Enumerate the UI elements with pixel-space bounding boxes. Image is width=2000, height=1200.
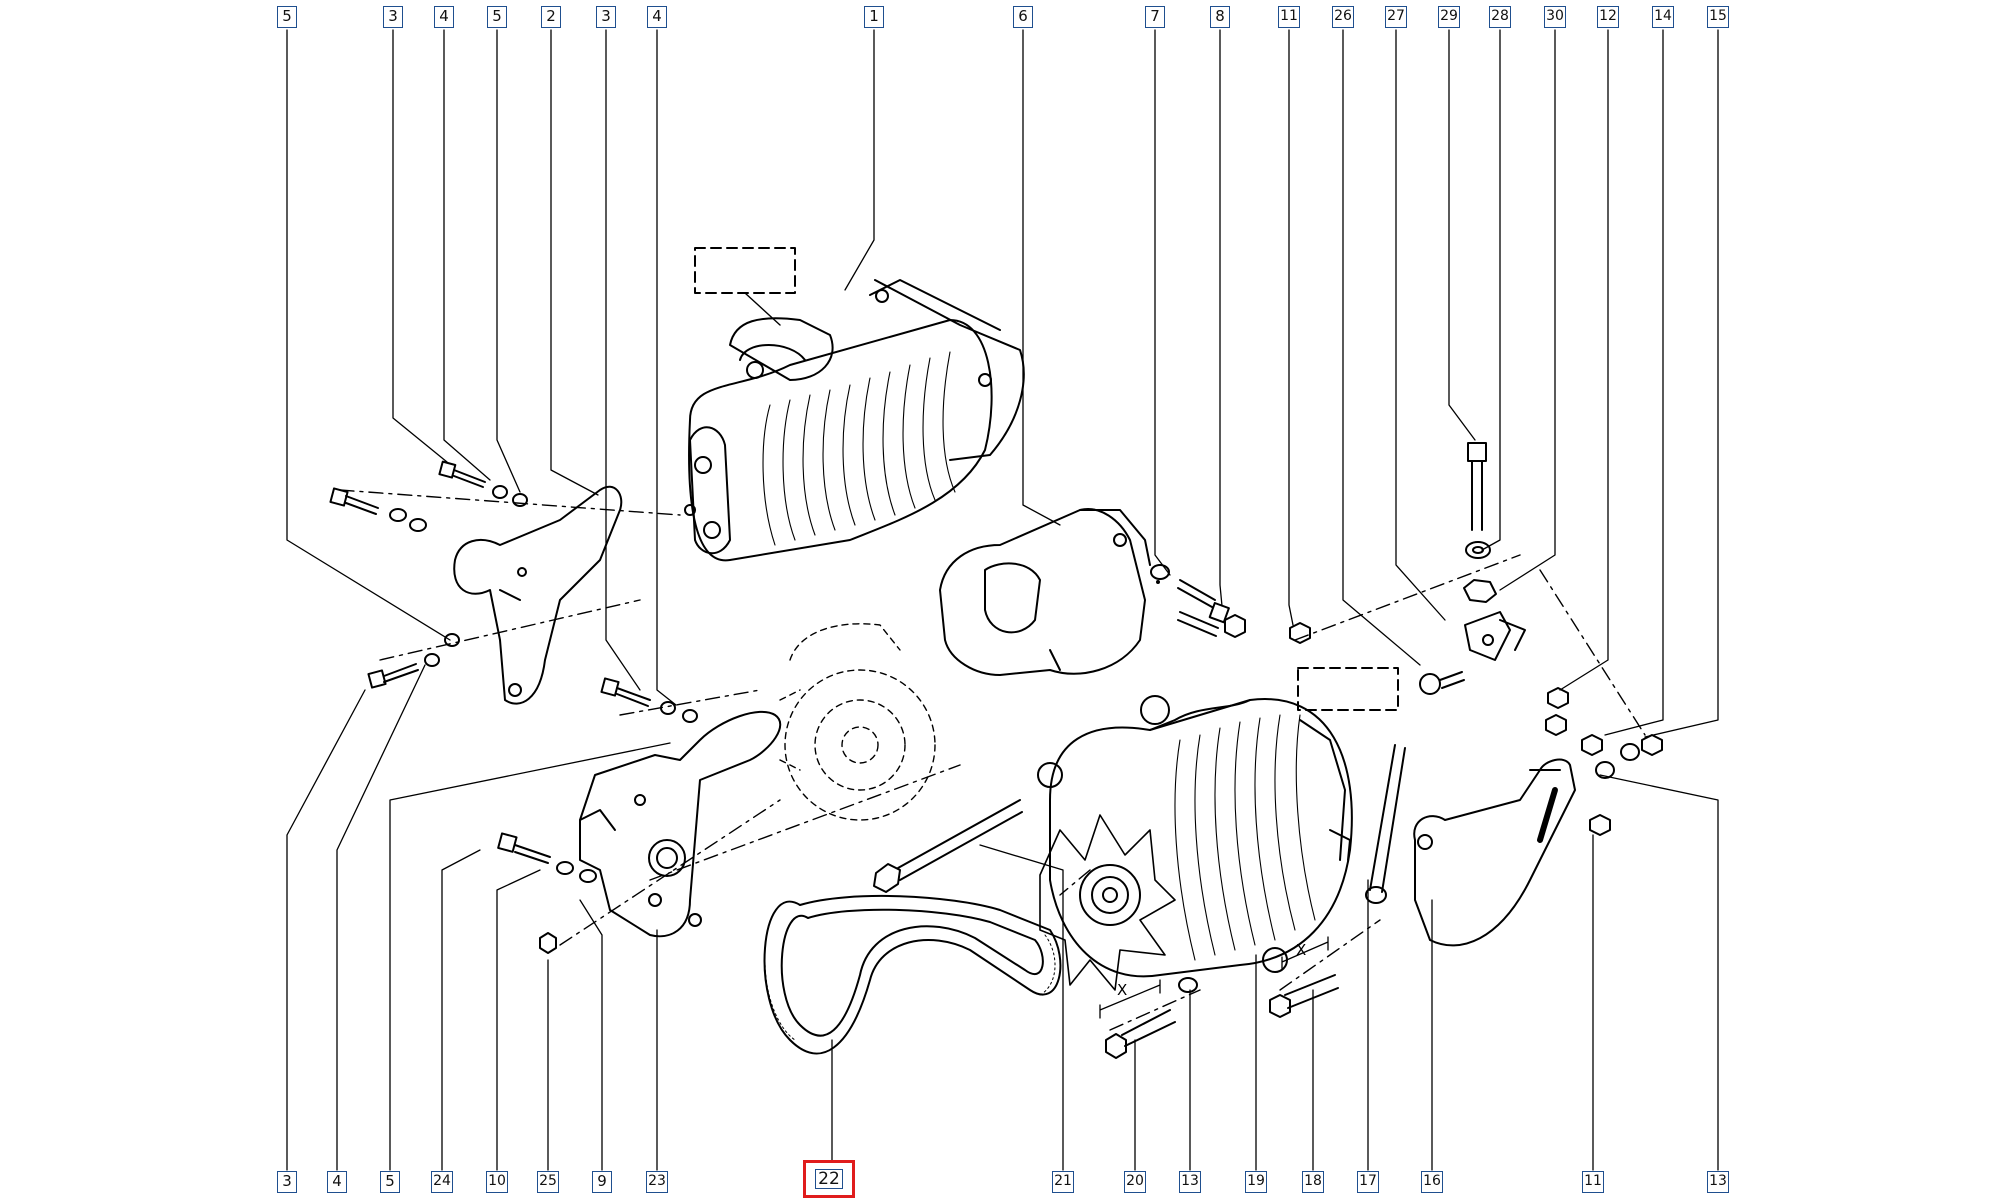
callout-bottom-4[interactable]: 4: [327, 1171, 347, 1193]
callout-bottom-17[interactable]: 17: [1357, 1171, 1379, 1193]
callout-top-4[interactable]: 4: [434, 6, 454, 28]
dimension-label: X: [1296, 941, 1306, 959]
starter-motor: [684, 279, 1025, 562]
callout-bottom-22-selected[interactable]: 22: [803, 1160, 855, 1198]
callout-top-30[interactable]: 30: [1544, 6, 1566, 28]
leader-lines-bottom: [286, 664, 1719, 1171]
callout-top-4-b[interactable]: 4: [647, 6, 667, 28]
tensioner-fasteners: [1289, 442, 1663, 779]
leader-lines: [286, 29, 1719, 738]
callout-bottom-24[interactable]: 24: [431, 1171, 453, 1193]
callout-bottom-9[interactable]: 9: [592, 1171, 612, 1193]
dimension-markers: X X: [1099, 936, 1329, 1019]
alternator-support: [939, 508, 1230, 676]
callout-top-15[interactable]: 15: [1707, 6, 1729, 28]
drive-belt: [763, 894, 1062, 1055]
selected-callout-label: 22: [815, 1169, 843, 1189]
callout-top-26[interactable]: 26: [1332, 6, 1354, 28]
callout-top-12[interactable]: 12: [1597, 6, 1619, 28]
callout-bottom-21[interactable]: 21: [1052, 1171, 1074, 1193]
bracket-fasteners-upper: [329, 460, 528, 689]
placeholder-boxes: [694, 247, 1399, 711]
fasteners-right: [1105, 580, 1611, 1059]
bracket-fasteners-lower: [497, 677, 698, 954]
callout-bottom-13[interactable]: 13: [1179, 1171, 1201, 1193]
adjuster-bracket: [1413, 758, 1576, 947]
callout-top-1[interactable]: 1: [864, 6, 884, 28]
alternator: [1037, 695, 1353, 991]
callout-top-5[interactable]: 5: [277, 6, 297, 28]
callout-top-8[interactable]: 8: [1210, 6, 1230, 28]
callout-top-28[interactable]: 28: [1489, 6, 1511, 28]
callout-top-2[interactable]: 2: [541, 6, 561, 28]
callout-bottom-19[interactable]: 19: [1245, 1171, 1267, 1193]
callout-top-14[interactable]: 14: [1652, 6, 1674, 28]
long-bolts: [873, 744, 1406, 904]
callout-top-3[interactable]: 3: [383, 6, 403, 28]
callout-bottom-13-b[interactable]: 13: [1707, 1171, 1729, 1193]
callout-bottom-20[interactable]: 20: [1124, 1171, 1146, 1193]
callout-bottom-16[interactable]: 16: [1421, 1171, 1443, 1193]
callout-top-5-b[interactable]: 5: [487, 6, 507, 28]
callout-top-3-b[interactable]: 3: [596, 6, 616, 28]
callout-bottom-23[interactable]: 23: [646, 1171, 668, 1193]
callout-bottom-11[interactable]: 11: [1582, 1171, 1604, 1193]
callout-top-29[interactable]: 29: [1438, 6, 1460, 28]
callout-bottom-5[interactable]: 5: [380, 1171, 400, 1193]
callout-top-6[interactable]: 6: [1013, 6, 1033, 28]
upper-left-bracket: [453, 485, 623, 705]
alternator-fan: [1039, 814, 1176, 991]
callout-bottom-25[interactable]: 25: [537, 1171, 559, 1193]
callout-top-27[interactable]: 27: [1385, 6, 1407, 28]
lower-left-bracket: [579, 710, 782, 938]
callout-top-11[interactable]: 11: [1278, 6, 1300, 28]
dimension-label: X: [1117, 981, 1127, 999]
callout-top-7[interactable]: 7: [1145, 6, 1165, 28]
callout-bottom-10[interactable]: 10: [486, 1171, 508, 1193]
callout-bottom-18[interactable]: 18: [1302, 1171, 1324, 1193]
assembly-axes: [339, 489, 1646, 1031]
callout-bottom-3[interactable]: 3: [277, 1171, 297, 1193]
pump-outline: [779, 623, 936, 821]
